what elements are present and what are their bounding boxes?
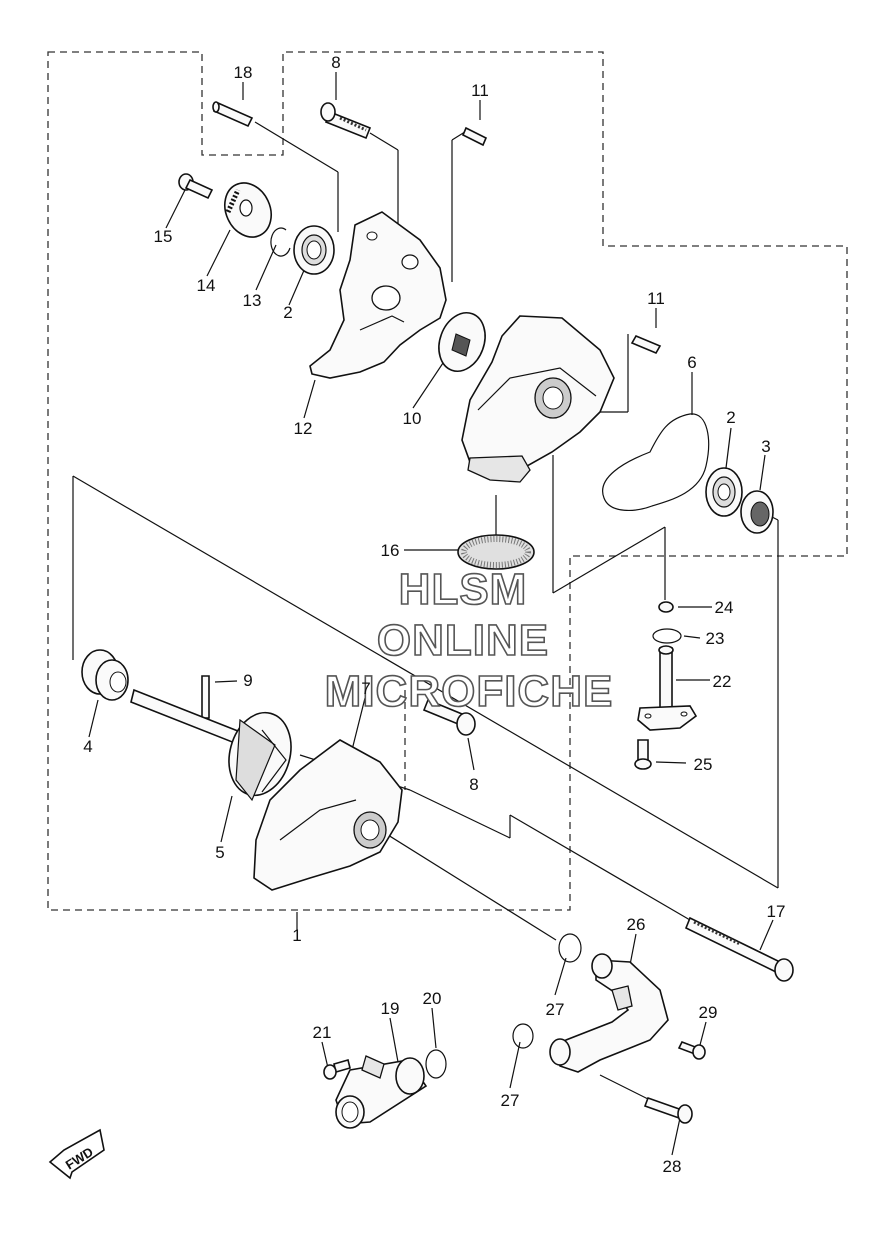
callout-26: 26 [627, 915, 646, 934]
o-ring-23 [652, 628, 682, 644]
callout-14: 14 [197, 276, 216, 295]
callout-27-upper: 27 [546, 1000, 565, 1019]
o-ring-27-lower [512, 1023, 534, 1049]
bolt-8-upper [320, 102, 372, 140]
callout-3: 3 [761, 437, 770, 456]
callout-4: 4 [83, 737, 92, 756]
joint-19 [335, 1055, 428, 1129]
callout-15: 15 [154, 227, 173, 246]
o-ring-20 [425, 1049, 447, 1079]
pipe-22 [637, 645, 698, 731]
washer-24 [658, 601, 674, 613]
callout-2-upper: 2 [283, 303, 292, 322]
callout-10: 10 [403, 409, 422, 428]
bearing-2-lower [705, 467, 743, 517]
oil-seal-3 [740, 490, 774, 534]
callout-8-lower: 8 [469, 775, 478, 794]
pump-cover [461, 315, 615, 483]
callout-11-upper: 11 [471, 81, 489, 100]
dowel-pin-11-lower [630, 334, 662, 355]
callout-28: 28 [663, 1157, 682, 1176]
callout-9: 9 [243, 671, 252, 690]
flange-bolt-15 [178, 173, 214, 200]
shaft-impeller-5 [130, 688, 292, 802]
pin-9 [201, 675, 210, 719]
callout-13: 13 [243, 291, 262, 310]
bolt-25 [634, 739, 652, 770]
bolt-8-lower [422, 698, 476, 736]
drive-gear-14 [224, 182, 272, 238]
bearing-2-upper [293, 225, 335, 275]
callout-22: 22 [713, 672, 732, 691]
dowel-pin-18 [212, 101, 254, 128]
callout-19: 19 [381, 999, 400, 1018]
callout-5: 5 [215, 843, 224, 862]
o-ring-27-upper [558, 933, 582, 963]
strainer-16 [457, 534, 535, 570]
callout-16: 16 [381, 541, 400, 560]
o-ring-6 [602, 413, 710, 511]
mechanical-seal-4 [81, 649, 129, 701]
svg-text:MICROFICHE: MICROFICHE [325, 667, 614, 716]
pump-body-12 [309, 211, 447, 379]
callout-pointers [88, 72, 774, 1156]
callout-1: 1 [292, 926, 301, 945]
callout-12: 12 [294, 419, 313, 438]
bolt-21 [323, 1059, 351, 1080]
pump-housing-7 [253, 739, 403, 891]
fwd-direction-badge: FWD [48, 1128, 105, 1180]
bolt-28 [643, 1096, 693, 1124]
callout-8-upper: 8 [331, 53, 340, 72]
callout-labels: 1 2 2 3 4 5 6 7 8 8 9 10 11 11 12 13 14 … [83, 53, 785, 1176]
rotor-10 [438, 312, 486, 372]
water-pipe-26 [549, 953, 669, 1073]
callout-11-lower: 11 [647, 289, 665, 308]
assembly-boundary-upper [47, 51, 848, 911]
dowel-pin-11-upper [461, 126, 488, 147]
svg-text:HLSM: HLSM [399, 565, 528, 614]
callout-24: 24 [715, 598, 734, 617]
long-bolt-17 [684, 916, 794, 982]
callout-18: 18 [234, 63, 253, 82]
callout-7: 7 [361, 679, 370, 698]
callout-2-lower: 2 [726, 408, 735, 427]
circlip-13 [270, 227, 291, 257]
bolt-29 [677, 1040, 706, 1060]
callout-25: 25 [694, 755, 713, 774]
watermark: HLSM ONLINE MICROFICHE [324, 564, 614, 717]
callout-23: 23 [706, 629, 725, 648]
callout-21: 21 [313, 1023, 332, 1042]
callout-20: 20 [423, 989, 442, 1008]
callout-27-lower: 27 [501, 1091, 520, 1110]
callout-29: 29 [699, 1003, 718, 1022]
callout-6: 6 [687, 353, 696, 372]
svg-text:ONLINE: ONLINE [377, 616, 549, 665]
callout-17: 17 [767, 902, 786, 921]
